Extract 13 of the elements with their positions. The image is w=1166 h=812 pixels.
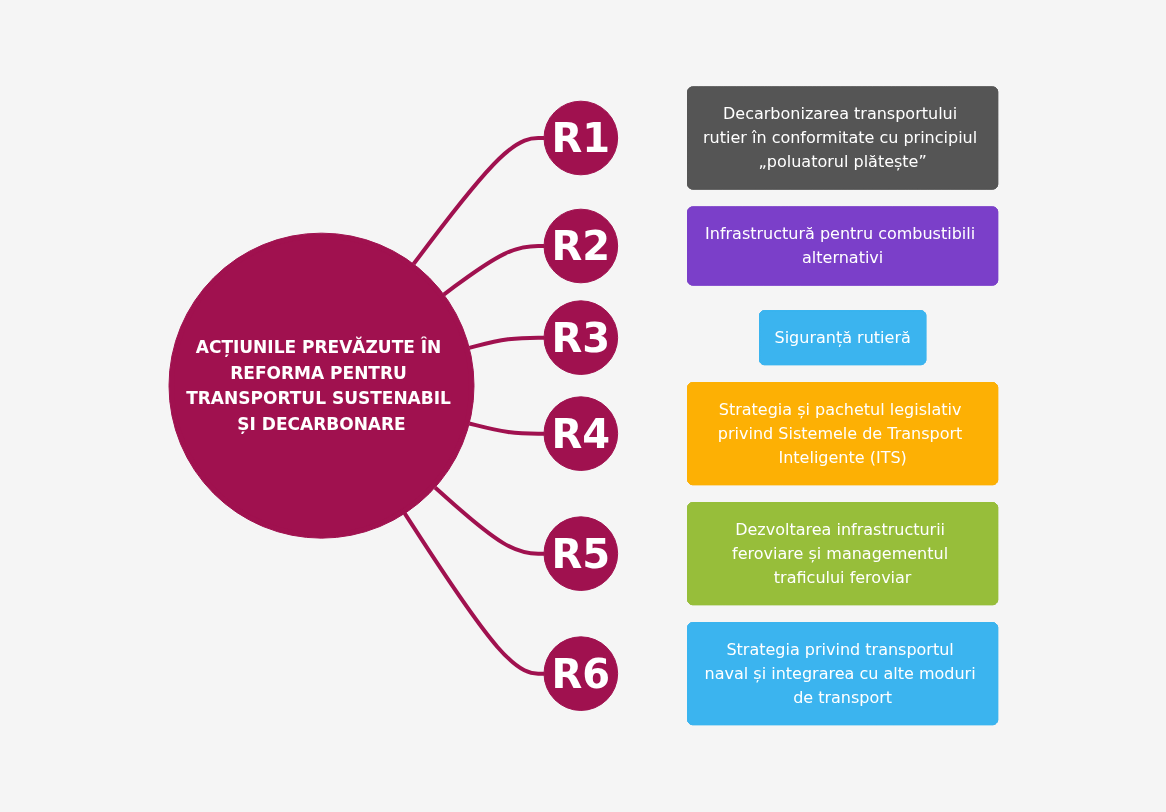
connector [411, 136, 544, 266]
connector [402, 512, 544, 676]
connector [468, 335, 544, 350]
node-circle: R6 [543, 636, 618, 712]
connector [468, 421, 544, 436]
node-circle: R5 [543, 516, 618, 592]
connector [433, 486, 544, 556]
node-circle: ACȚIUNILE PREVĂZUTE ÎN REFORMA PENTRU TRANSPORTUL SUSTENABIL ȘI DECARBONARE [168, 232, 475, 539]
node-circle: R1 [543, 100, 618, 176]
node-circle: R4 [543, 396, 618, 472]
node-circle: R3 [543, 300, 618, 376]
connector [442, 244, 544, 297]
node-circle: R2 [543, 208, 618, 284]
